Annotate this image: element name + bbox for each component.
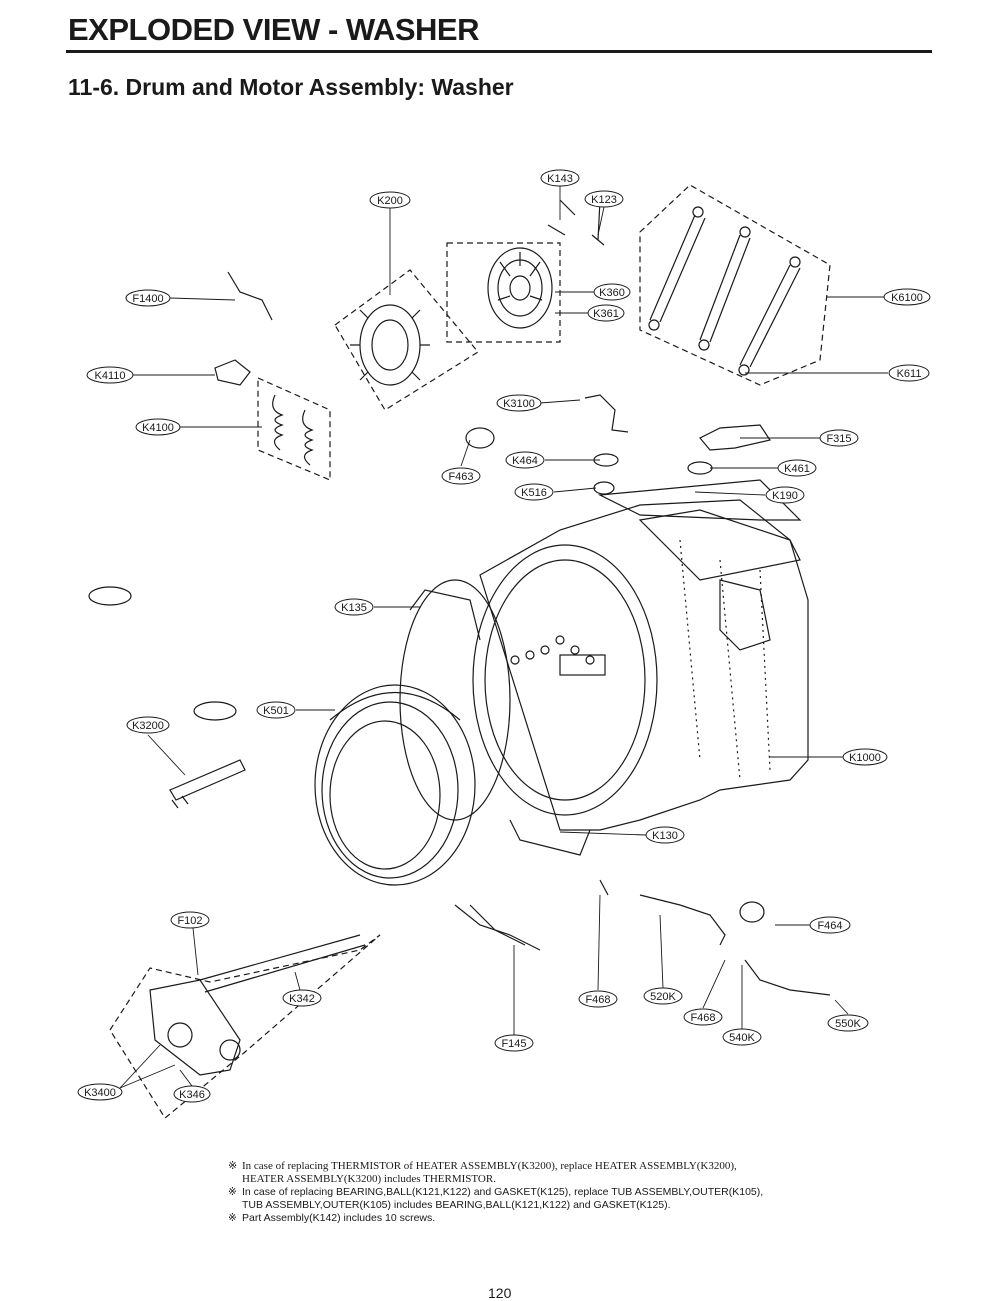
- callout-ovals: [77, 169, 931, 1103]
- gasket-ring-drawing: [314, 684, 476, 886]
- note-bearing-line2: TUB ASSEMBLY,OUTER(K105) includes BEARIN…: [242, 1199, 671, 1211]
- callout-550K: 550K: [835, 1018, 861, 1030]
- callout-K4100: K4100: [142, 422, 174, 434]
- front-tub-drawing: [399, 579, 591, 856]
- pulley-group-outline: [334, 269, 479, 411]
- shock-absorber-group-outline: [639, 184, 831, 386]
- page-number: 120: [488, 1285, 512, 1301]
- callout-K501: K501: [263, 705, 289, 717]
- note-bullet: ※: [228, 1212, 237, 1224]
- leader-lines: [119, 186, 888, 1089]
- note-thermistor: ※ In case of replacing THERMISTOR of HEAT…: [228, 1160, 908, 1186]
- note-bearing-line1: In case of replacing BEARING,BALL(K121,K…: [242, 1186, 764, 1198]
- hoses-drawing: [454, 879, 831, 996]
- callout-K3100: K3100: [503, 398, 535, 410]
- callout-F468-b: F468: [690, 1012, 715, 1024]
- stator-drawing: [350, 304, 430, 386]
- callout-K135: K135: [341, 602, 367, 614]
- callout-K6100: K6100: [891, 292, 923, 304]
- callout-F102: F102: [177, 915, 202, 927]
- note-thermistor-line2: HEATER ASSEMBLY(K3200) includes THERMIST…: [242, 1173, 496, 1185]
- outer-tub-drawing: [472, 479, 809, 831]
- callout-K611: K611: [897, 368, 922, 380]
- note-thermistor-line1: In case of replacing THERMISTOR of HEATE…: [242, 1160, 737, 1172]
- blank-callout-2: [193, 701, 237, 721]
- note-screws-line: Part Assembly(K142) includes 10 screws.: [242, 1212, 436, 1224]
- callout-labels: K143 K200 K123 F1400 K360 K361 K6100 K41…: [84, 173, 923, 1101]
- section-title: 11-6. Drum and Motor Assembly: Washer: [68, 74, 514, 100]
- callout-K3400: K3400: [84, 1087, 116, 1099]
- callout-540K: 540K: [729, 1032, 755, 1044]
- callout-K130: K130: [652, 830, 678, 842]
- pump-group-outline: [109, 934, 381, 1119]
- blank-callout-1: [88, 586, 132, 606]
- callout-F463: F463: [448, 471, 473, 483]
- callout-520K: 520K: [650, 991, 676, 1003]
- callout-K1000: K1000: [849, 752, 881, 764]
- callout-K464: K464: [512, 455, 538, 467]
- note-bullet: ※: [228, 1186, 237, 1198]
- page-title: EXPLODED VIEW - WASHER: [68, 12, 479, 47]
- callout-K143: K143: [547, 173, 573, 185]
- small-parts-drawing: [214, 199, 771, 495]
- callout-F315: F315: [826, 433, 851, 445]
- callout-K200: K200: [377, 195, 403, 207]
- callout-F464: F464: [817, 920, 842, 932]
- shock-absorbers-drawing: [648, 206, 801, 376]
- callout-F145: F145: [501, 1038, 526, 1050]
- pump-drawing: [149, 934, 366, 1076]
- callout-K360: K360: [599, 287, 625, 299]
- callout-K516: K516: [521, 487, 547, 499]
- heater-drawing: [169, 759, 246, 809]
- group-outlines: [109, 184, 831, 1119]
- spring-group-outline: [257, 377, 331, 481]
- callout-K190: K190: [772, 490, 798, 502]
- note-bearing: ※ In case of replacing BEARING,BALL(K121,…: [228, 1186, 908, 1212]
- note-bullet: ※: [228, 1160, 238, 1172]
- callout-K123: K123: [591, 194, 617, 206]
- springs-drawing: [272, 394, 314, 466]
- note-screws: ※ Part Assembly(K142) includes 10 screws.: [228, 1212, 908, 1225]
- callout-K3200: K3200: [132, 720, 164, 732]
- rotor-group-outline: [446, 242, 561, 343]
- callout-K342: K342: [289, 993, 315, 1005]
- callout-K4110: K4110: [95, 370, 126, 382]
- title-rule: [66, 50, 932, 53]
- rotor-drawing: [487, 247, 553, 329]
- exploded-view-diagram: K143 K200 K123 F1400 K360 K361 K6100 K41…: [77, 169, 931, 1119]
- callout-K461: K461: [784, 463, 810, 475]
- notes: ※ In case of replacing THERMISTOR of HEAT…: [228, 1160, 908, 1225]
- callout-F468-a: F468: [585, 994, 610, 1006]
- callout-K361: K361: [593, 308, 619, 320]
- callout-K346: K346: [179, 1089, 205, 1101]
- callout-F1400: F1400: [132, 293, 163, 305]
